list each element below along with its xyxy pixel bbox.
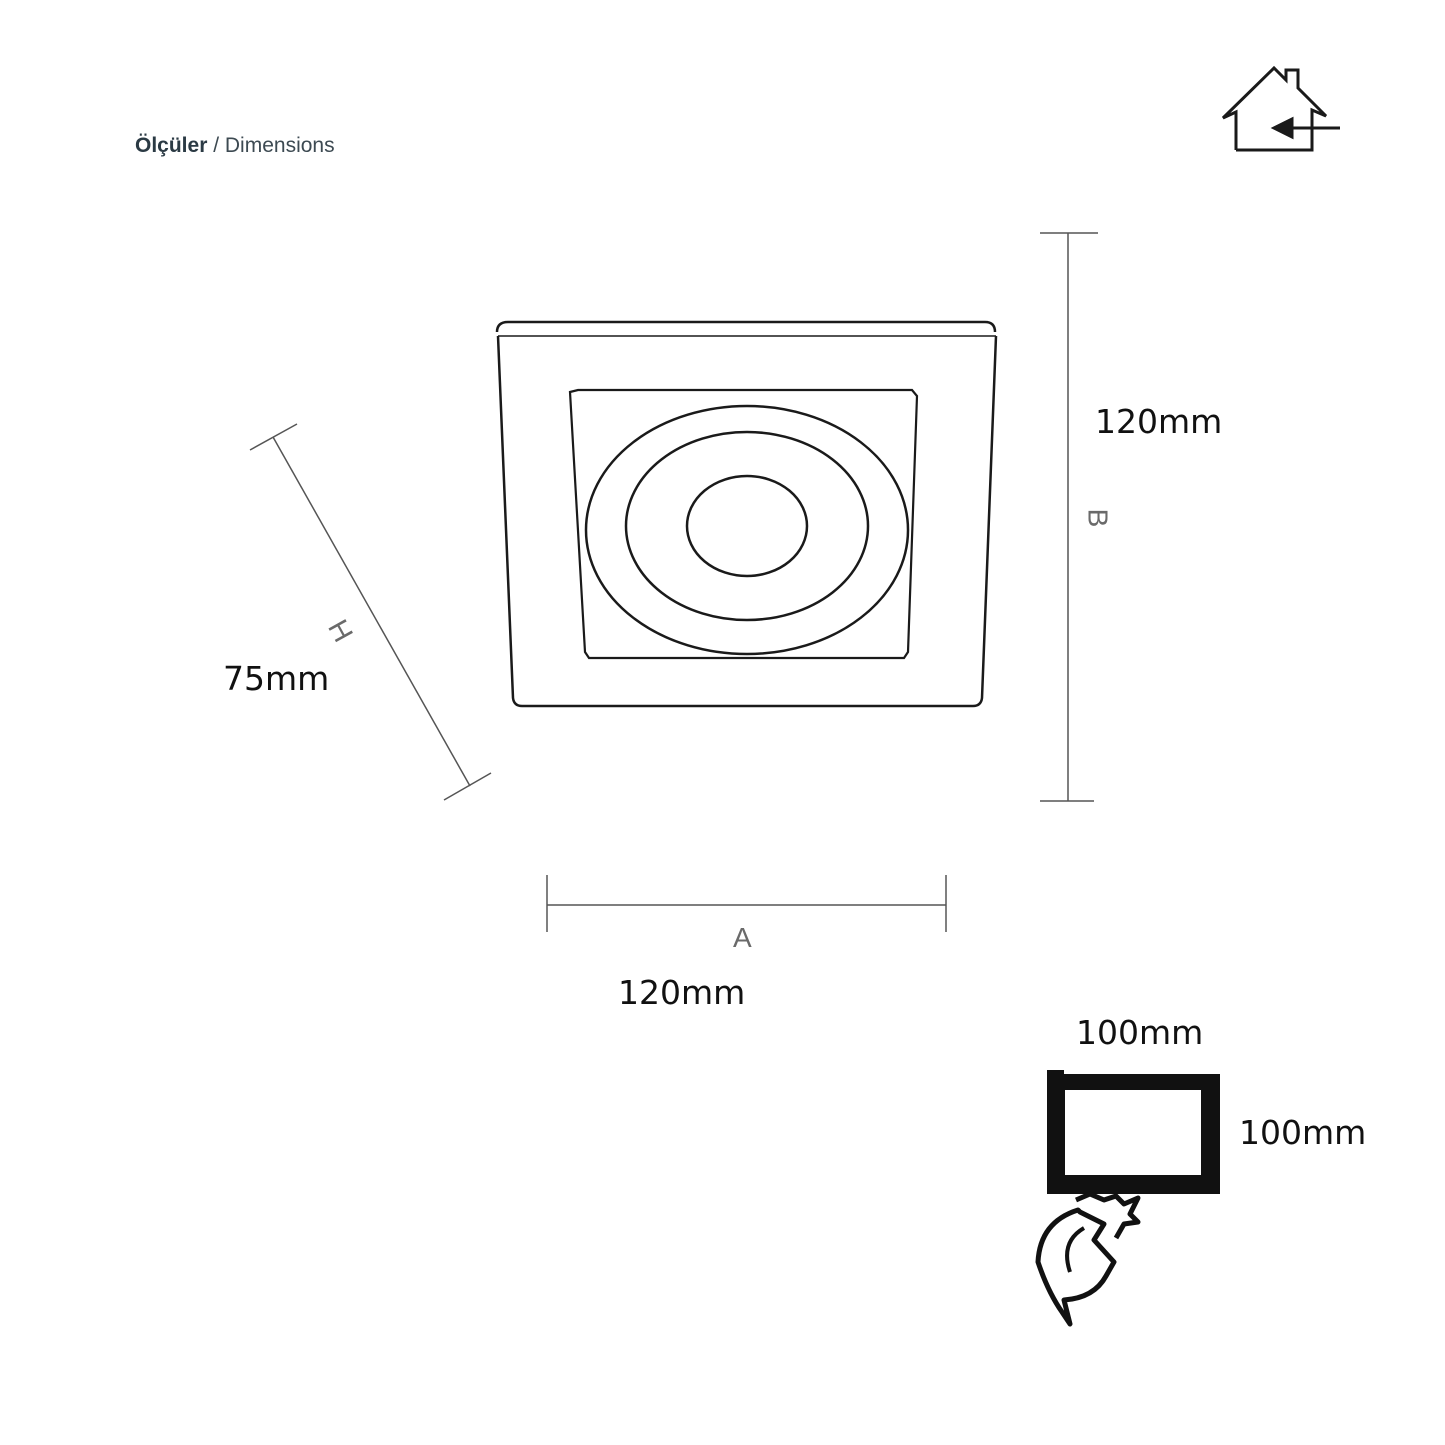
cutout-height-label: 100mm	[1239, 1113, 1367, 1152]
cutout-square-icon	[1047, 1070, 1220, 1194]
title-turkish: Ölçüler	[135, 134, 208, 157]
middle-ring	[624, 430, 870, 622]
title-separator: /	[207, 134, 225, 157]
hole-saw-icon	[1035, 1191, 1141, 1327]
inner-frame	[568, 388, 919, 660]
height-dimension-label: 75mm	[223, 659, 330, 698]
outer-ring	[584, 404, 910, 656]
cutout-width-label: 100mm	[1076, 1013, 1204, 1052]
dimension-line-h	[272, 436, 471, 787]
title-english: Dimensions	[224, 134, 335, 157]
length-dimension-label: 120mm	[1095, 402, 1223, 441]
length-dimension-letter: B	[1082, 508, 1114, 528]
width-dimension-label: 120mm	[618, 973, 746, 1012]
house-indoor-icon	[1221, 65, 1340, 152]
lens-ring	[685, 474, 809, 578]
dimension-lines	[249, 232, 1098, 932]
width-dimension-letter: A	[733, 922, 752, 953]
fixture-outline	[495, 320, 998, 708]
page-title: Ölçüler / Dimensions	[135, 134, 335, 158]
